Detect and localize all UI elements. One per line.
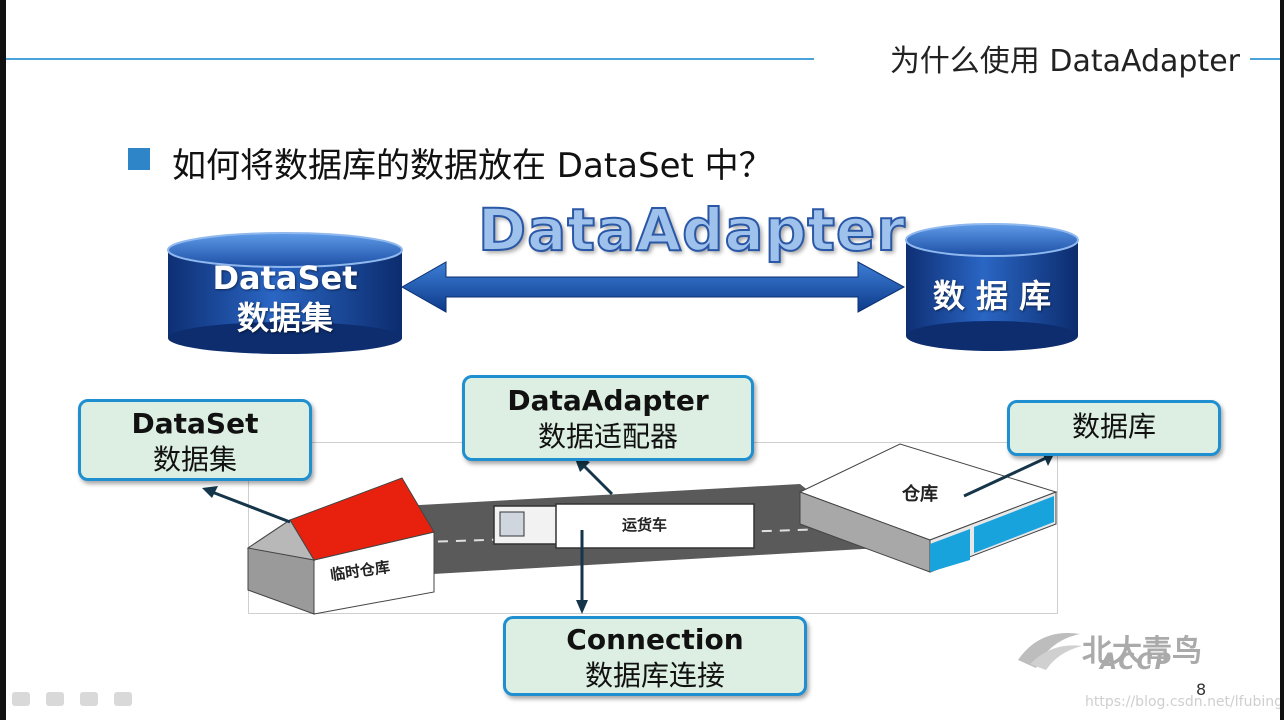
screen-edge-right (1280, 0, 1284, 720)
double-arrow-icon (400, 261, 906, 313)
logo-sub-text: ACCP (1100, 650, 1173, 675)
menu-icon[interactable] (80, 692, 98, 706)
slide-nav-controls[interactable] (12, 692, 132, 706)
truck-icon (493, 503, 755, 549)
callout-connection-line2: 数据库连接 (584, 659, 725, 692)
callout-connection: Connection 数据库连接 (503, 616, 807, 696)
callout-dataset-line2: 数据集 (152, 443, 237, 476)
warehouse-icon (798, 443, 1058, 573)
callout-database: 数据库 (1007, 400, 1221, 456)
dataset-cylinder (167, 232, 403, 354)
callout-dataset-line1: DataSet (131, 407, 259, 440)
warehouse-label: 仓库 (902, 484, 938, 505)
bullet-square-icon (128, 148, 150, 170)
prev-slide-icon[interactable] (12, 692, 30, 706)
page-title: 为什么使用 DataAdapter (889, 44, 1240, 79)
road-center-line (329, 527, 861, 546)
database-cylinder-label: 数 据 库 (932, 277, 1052, 315)
temp-warehouse-icon (246, 477, 435, 615)
dataset-cylinder-line1: DataSet (212, 259, 358, 297)
truck-label: 运货车 (622, 516, 668, 534)
page-number: 8 (1196, 680, 1207, 699)
pen-icon[interactable] (46, 692, 64, 706)
callout-dataadapter: DataAdapter 数据适配器 (462, 375, 754, 461)
callout-dataadapter-line2: 数据适配器 (537, 420, 678, 453)
dataset-cylinder-line2: 数据集 (236, 299, 333, 337)
callout-dataset: DataSet 数据集 (78, 399, 312, 481)
screen-edge-left (0, 0, 6, 720)
logo-main-text: 北大青鸟 (1082, 634, 1202, 669)
dataadapter-heading: DataAdapter (477, 195, 906, 265)
watermark: https://blog.csdn.net/lfubing (1085, 694, 1283, 710)
database-cylinder (905, 223, 1079, 351)
dataset-cylinder-label: DataSet 数据集 (168, 258, 402, 338)
header-rule-left (6, 58, 814, 60)
bullet-question: 如何将数据库的数据放在 DataSet 中？ (172, 146, 773, 186)
callout-dataadapter-line1: DataAdapter (507, 384, 709, 417)
header-rule-right (1250, 58, 1280, 60)
next-slide-icon[interactable] (114, 692, 132, 706)
scene-arrows (202, 452, 1054, 614)
callout-connection-line1: Connection (566, 623, 744, 656)
